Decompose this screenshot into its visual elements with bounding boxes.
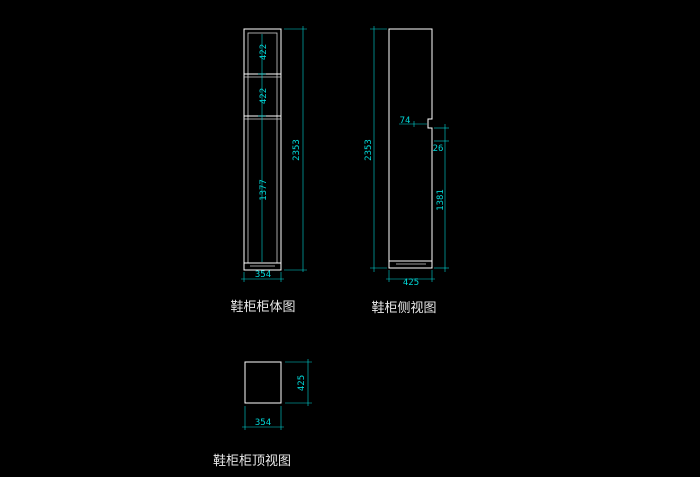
top-view: 425 354 鞋柜柜顶视图 (213, 359, 312, 469)
front-dim-bottom: 1377 (259, 179, 269, 201)
front-dim-middle: 422 (259, 88, 269, 104)
side-view: 2353 74 26 1381 425 鞋柜侧视图 (364, 26, 449, 316)
front-dim-width: 354 (255, 270, 271, 280)
side-dim-height: 2353 (364, 139, 374, 161)
front-dim-height: 2353 (292, 139, 302, 161)
side-dim-lower: 1381 (436, 189, 446, 211)
side-dim-notch-width: 74 (400, 116, 411, 126)
side-view-caption: 鞋柜侧视图 (371, 300, 436, 316)
side-dim-notch-height: 26 (433, 144, 444, 154)
side-dim-depth: 425 (403, 278, 419, 288)
front-view-caption: 鞋柜柜体图 (230, 299, 295, 315)
front-outer-frame (243, 28, 282, 271)
side-outline (388, 28, 433, 269)
top-dim-depth: 425 (297, 375, 307, 391)
top-outline (244, 361, 282, 404)
front-view: 422 422 1377 2353 354 鞋柜柜体图 (230, 26, 307, 315)
top-dim-width: 354 (255, 418, 271, 428)
top-view-caption: 鞋柜柜顶视图 (213, 453, 291, 469)
front-dim-top: 422 (259, 44, 269, 60)
